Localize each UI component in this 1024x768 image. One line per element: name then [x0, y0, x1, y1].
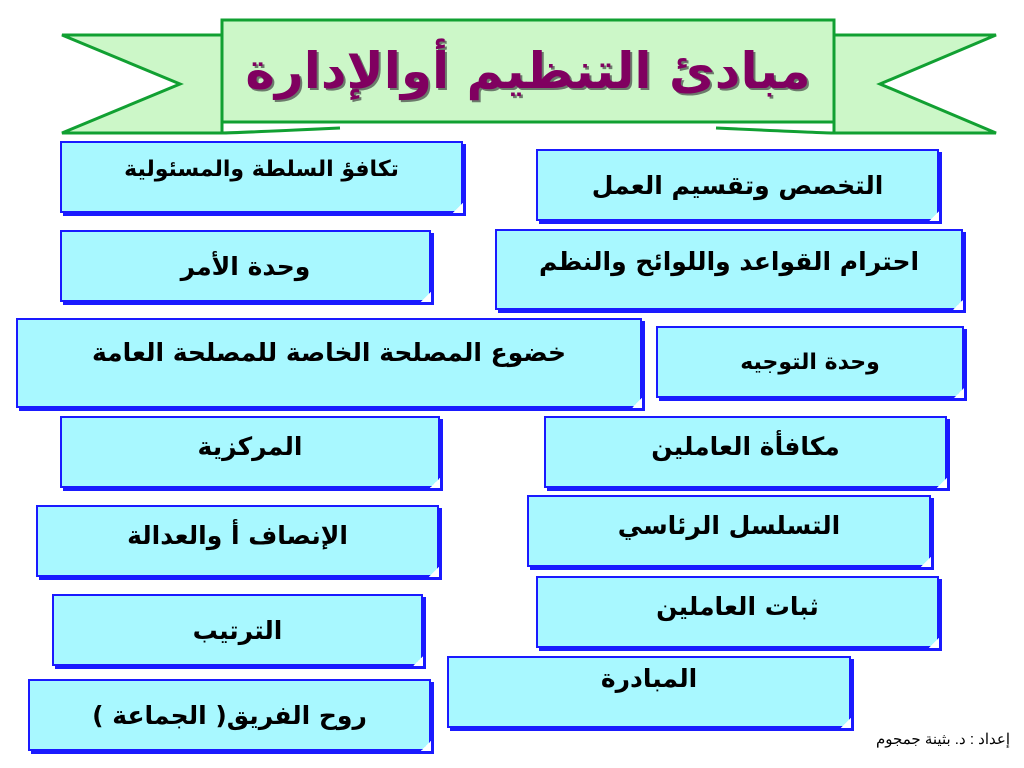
principle-box-discipline: احترام القواعد واللوائح والنظم	[495, 229, 963, 310]
page-title: مبادئ التنظيم أوالإدارة	[245, 42, 811, 100]
principle-box-centralization: المركزية	[60, 416, 440, 488]
author-credit: إعداد : د. بثينة جمجوم	[876, 731, 1010, 748]
principle-box-stability-of-tenure: ثبات العاملين	[536, 576, 939, 648]
principle-box-division-of-work: التخصص وتقسيم العمل	[536, 149, 939, 221]
principle-box-equity: الإنصاف أ والعدالة	[36, 505, 439, 577]
banner-left-fold	[220, 122, 341, 135]
banner-right-fold	[715, 122, 836, 135]
principle-box-unity-of-command: وحدة الأمر	[60, 230, 431, 302]
principle-box-remuneration: مكافأة العاملين	[544, 416, 947, 488]
principle-box-unity-of-direction: وحدة التوجيه	[656, 326, 964, 398]
banner-left-tail	[61, 33, 224, 135]
principle-box-authority-responsibility: تكافؤ السلطة والمسئولية	[60, 141, 463, 213]
title-banner	[61, 18, 997, 135]
banner-right-tail	[832, 33, 997, 135]
principle-box-initiative: المبادرة	[447, 656, 851, 728]
principle-box-subordination-of-interest: خضوع المصلحة الخاصة للمصلحة العامة	[16, 318, 642, 408]
banner-body	[220, 18, 836, 124]
principle-box-order: الترتيب	[52, 594, 423, 666]
principle-box-esprit-de-corps: روح الفريق( الجماعة )	[28, 679, 431, 751]
principle-box-scalar-chain: التسلسل الرئاسي	[527, 495, 931, 567]
